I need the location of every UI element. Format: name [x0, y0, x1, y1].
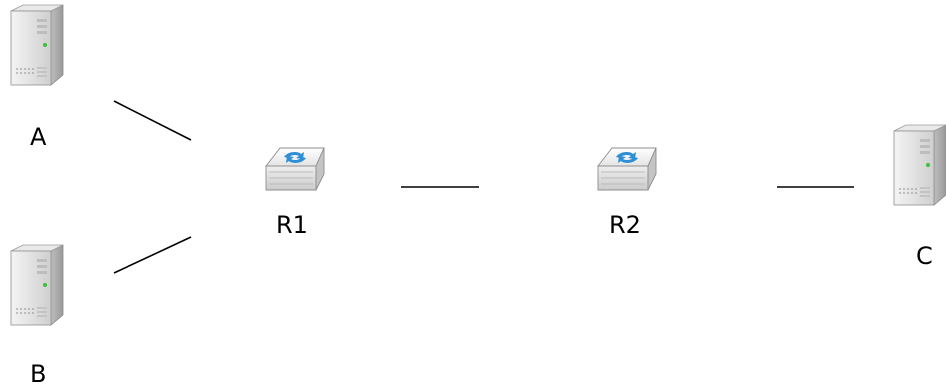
server-icon-a[interactable]	[10, 4, 64, 86]
server-icon-c[interactable]	[893, 124, 946, 206]
router-icon-r2[interactable]	[597, 147, 657, 191]
link-b-r1	[113, 236, 192, 274]
host-label-b: B	[30, 360, 47, 388]
link-a-r1	[113, 100, 192, 141]
server-icon-b[interactable]	[10, 244, 64, 326]
router-icon-r1[interactable]	[265, 147, 325, 191]
router-label-r2: R2	[609, 211, 641, 239]
host-label-a: A	[30, 123, 47, 151]
host-label-c: C	[916, 242, 933, 270]
router-label-r1: R1	[276, 211, 308, 239]
